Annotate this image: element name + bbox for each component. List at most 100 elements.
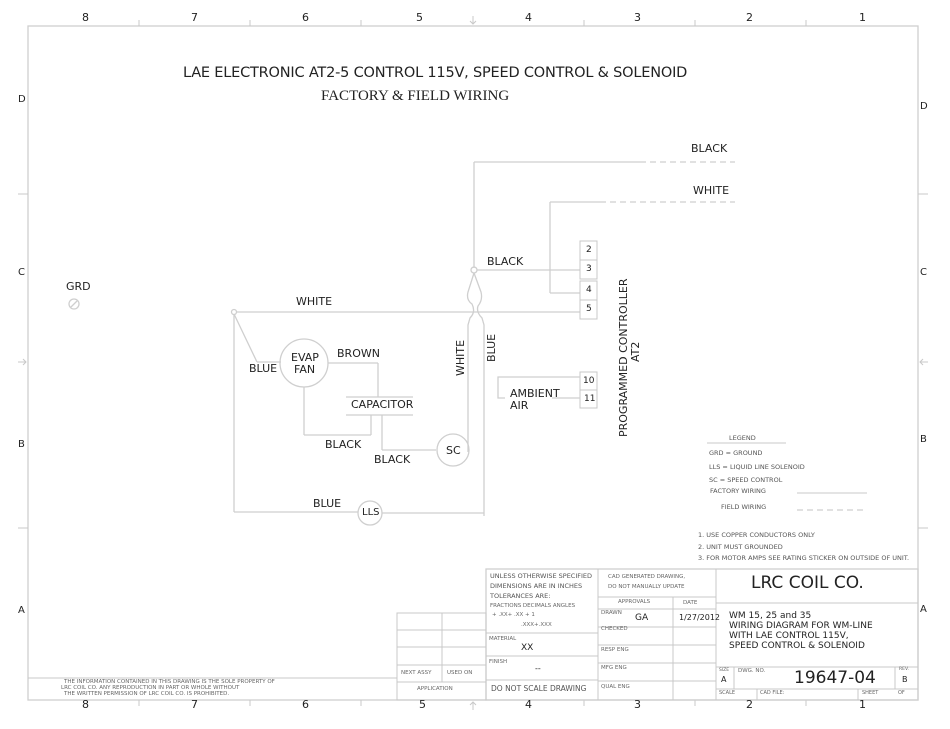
zone-label: 6 xyxy=(302,11,309,24)
field-black-label: BLACK xyxy=(691,142,728,155)
terminal-2: 2 xyxy=(586,245,592,255)
legend-item: SC = SPEED CONTROL xyxy=(709,476,783,484)
terminal-3: 3 xyxy=(586,264,592,274)
evap-fan-label: EVAP xyxy=(291,351,319,364)
next-assy-label: NEXT ASSY xyxy=(401,670,432,676)
zone-label: 5 xyxy=(419,698,426,711)
zone-label: 1 xyxy=(859,11,866,24)
finish-value: -- xyxy=(535,664,541,673)
zone-label: 6 xyxy=(302,698,309,711)
application-label: APPLICATION xyxy=(417,686,453,692)
terminal-11: 11 xyxy=(584,394,596,404)
tolerance-text: TOLERANCES ARE: xyxy=(490,592,551,600)
zone-label: 3 xyxy=(634,11,641,24)
company-name: LRC COIL CO. xyxy=(751,573,864,593)
zone-label: D xyxy=(920,101,928,112)
zone-label: 3 xyxy=(634,698,641,711)
legend-field-wiring: FIELD WIRING xyxy=(721,503,767,511)
note: 1. USE COPPER CONDUCTORS ONLY xyxy=(698,531,815,539)
evap-fan-label: FAN xyxy=(294,363,316,376)
zone-label: 4 xyxy=(525,698,532,711)
zone-label: 1 xyxy=(859,698,866,711)
zone-label: A xyxy=(18,605,25,616)
wire-white-label: WHITE xyxy=(296,295,333,308)
zone-label: C xyxy=(920,267,927,278)
terminal-10: 10 xyxy=(583,376,595,386)
scale-label: SCALE xyxy=(719,690,736,696)
cad-note: DO NOT MANUALLY UPDATE xyxy=(608,584,685,590)
legend-item: GRD = GROUND xyxy=(709,449,763,457)
mfg-eng-label: MFG ENG xyxy=(601,665,627,671)
size-value: A xyxy=(721,675,727,684)
wire-black-cap-fan-label: BLACK xyxy=(325,438,362,451)
zone-label: 7 xyxy=(191,11,198,24)
wire-blue-vertical-label: BLUE xyxy=(485,333,498,362)
zone-label: 2 xyxy=(746,698,753,711)
zone-label: 8 xyxy=(82,698,89,711)
note: 2. UNIT MUST GROUNDED xyxy=(698,543,783,551)
drawn-date: 1/27/2012 xyxy=(679,613,721,622)
drawing-description: WITH LAE CONTROL 115V, xyxy=(729,631,849,641)
ambient-air-label: AMBIENT xyxy=(510,387,560,400)
wire-blue-fan-label: BLUE xyxy=(249,362,278,375)
wire-black-label: BLACK xyxy=(487,255,524,268)
tolerance-text: DIMENSIONS ARE IN INCHES xyxy=(490,582,583,590)
of-label: OF xyxy=(898,690,905,696)
approvals-header: APPROVALS xyxy=(618,599,651,605)
drawn-by: GA xyxy=(635,613,649,623)
solenoid-label: LLS xyxy=(362,507,380,518)
proprietary-notice: LRC COIL CO. ANY REPRODUCTION IN PART OR… xyxy=(61,685,240,691)
wire-blue-lls-label: BLUE xyxy=(313,497,342,510)
speed-control-label: SC xyxy=(446,444,461,457)
proprietary-notice: THE WRITTEN PERMISSION OF LRC COIL CO. I… xyxy=(64,691,230,697)
dwg-no-label: DWG. NO. xyxy=(738,668,766,674)
wire-brown-label: BROWN xyxy=(337,347,380,360)
zone-label: 7 xyxy=(191,698,198,711)
zone-label: A xyxy=(920,604,927,615)
size-label: SIZE xyxy=(719,668,730,673)
legend-title: LEGEND xyxy=(729,434,756,442)
revision: B xyxy=(902,675,908,684)
capacitor-label: CAPACITOR xyxy=(351,398,414,411)
legend-factory-wiring: FACTORY WIRING xyxy=(710,487,766,495)
controller-model-label: AT2 xyxy=(629,341,642,362)
tolerance-text: UNLESS OTHERWISE SPECIFIED xyxy=(490,572,593,580)
used-on-label: USED ON xyxy=(447,670,473,676)
ground-label: GRD xyxy=(66,280,91,293)
sheet-label: SHEET xyxy=(862,690,879,696)
finish-label: FINISH xyxy=(489,659,508,665)
zone-label: B xyxy=(920,434,927,445)
wire-black-cap-sc-label: BLACK xyxy=(374,453,411,466)
zone-label: C xyxy=(18,267,25,278)
checked-label: CHECKED xyxy=(601,626,628,632)
field-white-label: WHITE xyxy=(693,184,730,197)
drawn-label: DRAWN xyxy=(601,610,622,616)
terminal-4: 4 xyxy=(586,285,592,295)
drawing-number: 19647-04 xyxy=(794,668,876,688)
proprietary-notice: THE INFORMATION CONTAINED IN THIS DRAWIN… xyxy=(64,679,275,685)
zone-label: B xyxy=(18,439,25,450)
do-not-scale: DO NOT SCALE DRAWING xyxy=(491,684,587,693)
drawing-description: SPEED CONTROL & SOLENOID xyxy=(729,641,865,651)
drawing-description: WIRING DIAGRAM FOR WM-LINE xyxy=(729,621,873,631)
terminal-5: 5 xyxy=(586,304,592,314)
material-label: MATERIAL xyxy=(489,636,517,642)
zone-label: D xyxy=(18,94,26,105)
material-value: XX xyxy=(521,643,534,653)
drawing-subtitle: FACTORY & FIELD WIRING xyxy=(321,88,510,104)
ambient-air-label: AIR xyxy=(510,399,529,412)
wire-white-vertical-label: WHITE xyxy=(454,339,467,376)
drawing-description: WM 15, 25 and 35 xyxy=(729,611,812,621)
drawing-title: LAE ELECTRONIC AT2-5 CONTROL 115V, SPEED… xyxy=(183,65,688,81)
zone-label: 4 xyxy=(525,11,532,24)
zone-label: 2 xyxy=(746,11,753,24)
resp-eng-label: RESP ENG xyxy=(601,647,629,653)
zone-label: 8 xyxy=(82,11,89,24)
zone-label: 5 xyxy=(416,11,423,24)
tolerance-text: FRACTIONS DECIMALS ANGLES xyxy=(490,603,576,609)
note: 3. FOR MOTOR AMPS SEE RATING STICKER ON … xyxy=(698,554,910,562)
qual-eng-label: QUAL ENG xyxy=(601,684,630,690)
cad-file-label: CAD FILE: xyxy=(760,690,785,696)
date-header: DATE xyxy=(683,600,698,606)
controller-label: PROGRAMMED CONTROLLER xyxy=(617,278,630,437)
